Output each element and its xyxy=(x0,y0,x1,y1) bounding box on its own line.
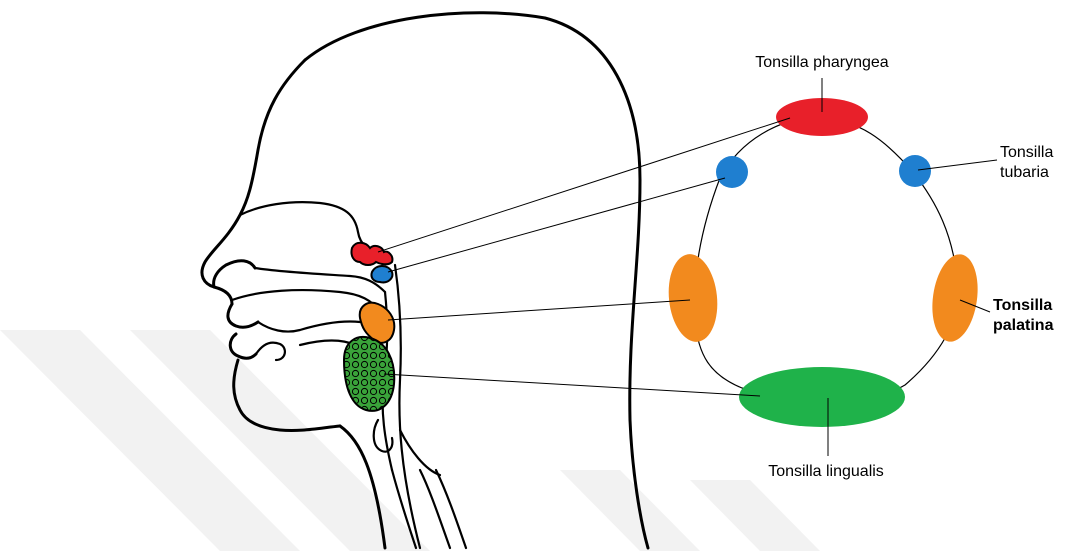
leader-palatina-head xyxy=(388,300,690,320)
label-tonsilla-palatina-2: palatina xyxy=(993,317,1054,334)
lip-upper xyxy=(228,304,258,327)
head-tonsils xyxy=(344,243,394,411)
ring-tonsil-tubaria-left xyxy=(716,156,748,188)
leader-tubaria-label xyxy=(918,160,997,170)
ring-tonsil-palatina-left xyxy=(665,252,722,345)
head-tonsil-tubaria xyxy=(371,266,392,282)
lip-lower xyxy=(230,334,256,358)
esophagus-b xyxy=(436,470,466,548)
watermark xyxy=(0,330,820,551)
ring-tonsil-lingualis xyxy=(739,367,905,427)
pharynx-posterior xyxy=(395,265,420,548)
ring-tonsil-tubaria-right xyxy=(899,155,931,187)
waldeyer-ring xyxy=(665,98,983,427)
head-profile-outline xyxy=(305,13,648,548)
leader-tubaria-head xyxy=(388,178,725,272)
ring-tonsil-palatina-right xyxy=(927,251,983,344)
nose-inner xyxy=(214,261,255,287)
label-tonsilla-lingualis: Tonsilla lingualis xyxy=(768,463,884,480)
nasal-floor xyxy=(255,268,385,292)
tongue-back xyxy=(300,340,355,345)
mouth-curl xyxy=(256,343,285,360)
tongue-upper xyxy=(258,321,360,331)
head-tonsil-pharyngea xyxy=(351,243,392,265)
trachea-back xyxy=(400,430,440,475)
leader-lingualis-head xyxy=(384,374,760,396)
hard-palate xyxy=(232,290,380,312)
label-tonsilla-pharyngea: Tonsilla pharyngea xyxy=(755,54,889,71)
label-tonsilla-tubaria-1: Tonsilla xyxy=(1000,144,1053,161)
esophagus-a xyxy=(420,470,450,548)
label-tonsilla-tubaria-2: tubaria xyxy=(1000,164,1049,181)
label-tonsilla-palatina-1: Tonsilla xyxy=(993,297,1052,314)
